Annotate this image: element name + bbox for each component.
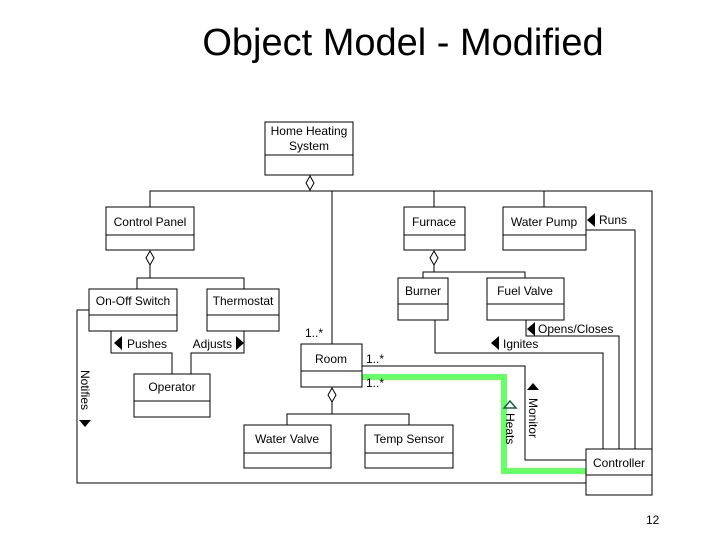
notifies-arrow-icon [79, 420, 91, 427]
aggregation-diamond-icon [327, 386, 337, 404]
class-on-off-switch[interactable]: On-Off Switch [88, 288, 178, 332]
pushes-label: Pushes [127, 337, 167, 351]
svg-text:Control Panel: Control Panel [114, 215, 187, 229]
multiplicity-room-top: 1..* [305, 326, 323, 340]
svg-text:Burner: Burner [405, 284, 441, 298]
aggregation-diamond-icon [145, 249, 155, 267]
adjusts-label: Adjusts [193, 337, 232, 351]
svg-text:Water Pump: Water Pump [511, 215, 578, 229]
ignites-label: Ignites [503, 337, 538, 351]
class-control-panel[interactable]: Control Panel [105, 206, 195, 251]
class-furnace[interactable]: Furnace [403, 206, 466, 251]
class-temp-sensor[interactable]: Temp Sensor [364, 424, 454, 469]
svg-text:Thermostat: Thermostat [213, 294, 274, 308]
aggregation-diamond-icon [429, 249, 439, 267]
heats-arrow-icon [502, 399, 518, 409]
svg-text:Controller: Controller [593, 456, 645, 470]
adjusts-arrow-icon [236, 336, 244, 350]
class-room[interactable]: Room [300, 343, 363, 388]
multiplicity-room-heats: 1..* [366, 376, 384, 390]
svg-text:Water Valve: Water Valve [255, 432, 319, 446]
class-controller[interactable]: Controller [585, 448, 653, 496]
ignites-arrow-icon [491, 336, 499, 350]
monitor-label: Monitor [526, 398, 540, 438]
page-number: 12 [646, 513, 660, 527]
svg-text:Furnace: Furnace [412, 215, 456, 229]
svg-text:On-Off Switch: On-Off Switch [96, 294, 170, 308]
class-water-valve[interactable]: Water Valve [243, 424, 332, 469]
runs-arrow-icon [587, 213, 595, 227]
connectors [76, 175, 653, 484]
heats-label: Heats [503, 413, 517, 444]
opens-closes-arrow-icon [527, 322, 535, 336]
pushes-arrow-icon [114, 336, 122, 350]
heats-highlight-line [362, 374, 586, 474]
svg-text:Room: Room [315, 352, 347, 366]
monitor-arrow-icon [527, 383, 539, 390]
class-thermostat[interactable]: Thermostat [206, 288, 280, 332]
svg-text:Fuel Valve: Fuel Valve [497, 284, 553, 298]
svg-text:Operator: Operator [148, 380, 195, 394]
class-fuel-valve[interactable]: Fuel Valve [486, 277, 565, 321]
notifies-label: Notifies [78, 370, 92, 410]
multiplicity-room-monitor: 1..* [366, 352, 384, 366]
svg-text:Temp Sensor: Temp Sensor [374, 432, 445, 446]
svg-text:System: System [289, 139, 329, 153]
slide-title: Object Model - Modified [202, 22, 604, 64]
aggregation-diamond-icon [305, 174, 315, 192]
class-burner[interactable]: Burner [397, 277, 449, 321]
svg-text:Home Heating: Home Heating [271, 124, 348, 138]
class-home-heating-system[interactable]: Home Heating System [264, 121, 354, 176]
class-water-pump[interactable]: Water Pump [502, 206, 587, 251]
class-operator[interactable]: Operator [133, 373, 211, 418]
opens-closes-label: Opens/Closes [538, 322, 613, 336]
runs-label: Runs [599, 213, 627, 227]
